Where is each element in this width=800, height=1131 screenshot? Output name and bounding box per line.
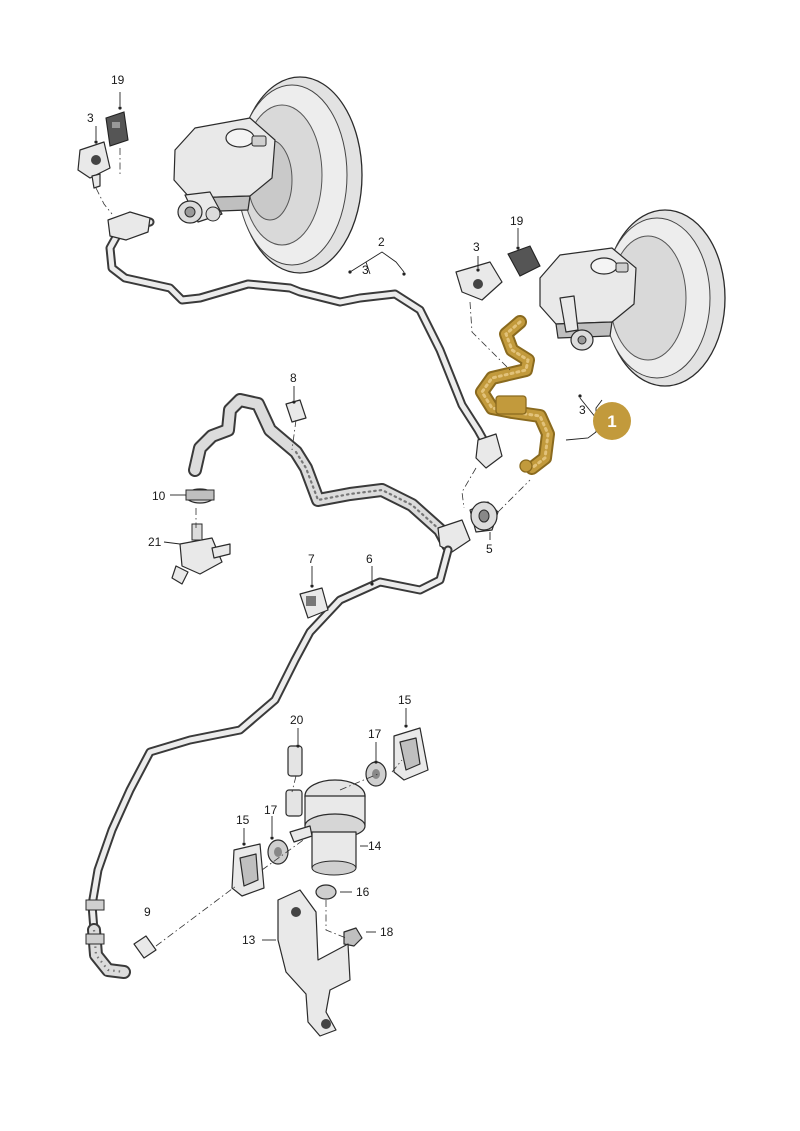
leader-lines (95, 92, 603, 941)
callout-15-right: 15 (398, 693, 412, 707)
vacuum-line-upper (105, 211, 503, 469)
callout-17-left: 17 (264, 803, 278, 817)
callout-17-right: 17 (368, 727, 382, 741)
brake-booster-right (539, 209, 726, 387)
callout-16: 16 (356, 885, 370, 899)
highlight-badge: 1 (593, 402, 631, 440)
part-14-vacuum-pump (289, 779, 366, 876)
callout-14: 14 (368, 839, 382, 853)
callout-13: 13 (242, 933, 256, 947)
callout-19-top: 19 (111, 73, 125, 87)
highlighted-vacuum-hose (475, 315, 555, 475)
part-17-ring-right (365, 761, 387, 787)
callout-15-left: 15 (236, 813, 250, 827)
callout-3-badge-group: 3 (579, 403, 586, 417)
highlight-badge-label: 1 (607, 412, 616, 431)
vacuum-line-middle (188, 393, 499, 553)
callout-labels: 19 3 2 3 19 3 3 8 10 21 5 7 6 15 20 17 1… (87, 73, 586, 947)
part-17-ring-left (267, 839, 289, 865)
part-15-mount-left (231, 843, 265, 897)
part-3-bracket-right (455, 261, 503, 301)
part-3-bracket-top (77, 141, 111, 189)
brake-booster-top (173, 76, 363, 274)
part-19-connector-top (105, 111, 129, 147)
callout-3-top: 3 (87, 111, 94, 125)
part-18-nut (343, 927, 363, 947)
callout-2: 2 (378, 235, 385, 249)
part-10-clamp (185, 488, 215, 504)
callout-8: 8 (290, 371, 297, 385)
callout-18: 18 (380, 925, 394, 939)
callout-9: 9 (144, 905, 151, 919)
assembly-lines (95, 148, 531, 947)
part-16-grommet (315, 884, 337, 900)
callout-6: 6 (366, 552, 373, 566)
callout-3-group: 3 (362, 263, 369, 277)
callout-7: 7 (308, 552, 315, 566)
leader-dots (94, 106, 582, 846)
part-20-sensor (285, 745, 303, 817)
part-21-valve (171, 523, 231, 585)
part-7-holder (299, 587, 329, 619)
part-15-mount-right (393, 727, 429, 781)
callout-5: 5 (486, 542, 493, 556)
part-13-bracket (277, 889, 351, 1037)
callout-20: 20 (290, 713, 304, 727)
callout-21: 21 (148, 535, 162, 549)
callout-19-right: 19 (510, 214, 524, 228)
part-5-grommet (470, 501, 498, 531)
vacuum-line-lower (85, 545, 453, 979)
part-8-clip (285, 399, 307, 423)
callout-3-right: 3 (473, 240, 480, 254)
callout-10: 10 (152, 489, 166, 503)
part-19-connector-right (507, 245, 541, 277)
part-9-cap (133, 935, 157, 959)
